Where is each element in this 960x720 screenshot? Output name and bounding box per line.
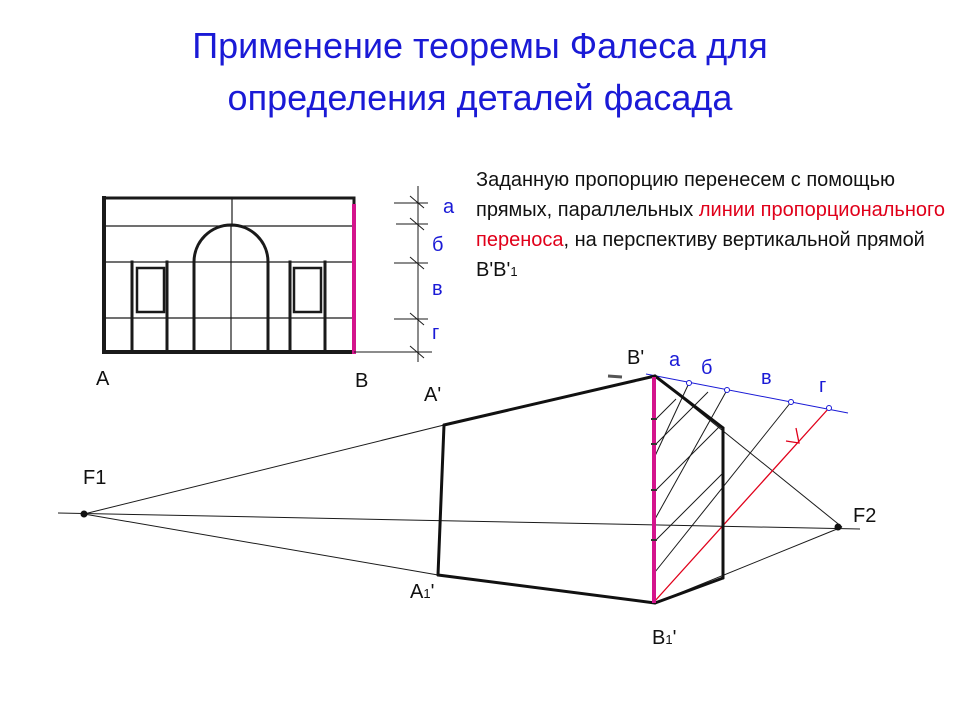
persp-top-right [653,374,725,430]
hatch-lines [655,391,723,541]
building-perspective [436,374,725,605]
vanishing-point-F2 [834,523,842,531]
label-A1-prime: А1' [410,581,434,605]
facade-outline [102,196,356,354]
small-artifact-mark [607,374,623,379]
label-A: А [96,368,110,390]
scale-slash-2 [409,217,425,231]
hatch-4 [655,473,723,541]
persp-label-g: г [819,375,827,397]
vanishing-point-F1 [80,510,88,518]
label-F2: F2 [853,505,877,527]
window-left [135,266,166,314]
point-g [826,405,832,411]
vl-f1-top [83,424,445,515]
scale-slash-5 [409,345,425,359]
transfer-points [686,380,832,411]
arch-window [192,223,270,354]
label-B1-sub: 1 [665,632,673,647]
persp-top-left [442,374,657,427]
horizon-line [57,512,861,530]
persp-bottom-right [653,576,725,605]
red-arrow-head [785,427,800,444]
title-line-1: Применение теоремы Фалеса для [192,25,768,66]
division-marks [651,418,657,541]
scale-label-v: в [432,278,443,300]
point-a [686,380,692,386]
persp-label-a: а [669,349,681,371]
label-B1-main: В [652,627,666,649]
hatch-1 [655,398,677,420]
label-B1-prime: В1' [652,627,676,651]
red-proportional-transfer-line [653,407,830,603]
scale-slash-4 [409,312,425,326]
label-A1-tail: ' [430,581,435,603]
persp-label-v: в [761,367,772,389]
point-b [724,387,730,393]
description-part-1: Заданную пропорцию перенесем с помощью п… [476,169,896,221]
label-B: В [355,370,369,392]
proportion-scale [394,186,428,362]
scale-label-a: а [443,196,455,218]
facade-elevation [102,196,356,354]
slide-title: Применение теоремы Фалеса для определени… [0,20,960,124]
label-B1-tail: ' [672,627,677,649]
persp-bottom-left [436,573,657,605]
point-v [788,399,794,405]
description-part-2: , на перспективу вертикальной прямой В'В… [476,229,925,281]
description-highlight: линии пропорционального переноса [476,199,945,251]
label-B-prime: В' [627,347,645,369]
label-A-prime: А' [424,384,442,406]
label-A1-sub: 1 [423,586,431,601]
parallel-line-a [654,382,690,457]
scale-slash-1 [409,195,425,209]
edge-A-prime [436,423,446,577]
title-line-2: определения деталей фасада [227,77,733,118]
label-A1-main: А [410,581,424,603]
window-right [292,266,323,314]
proportion-transfer-line [645,373,849,414]
vanishing-lines [57,373,861,604]
vl-f1-bottom [83,513,439,576]
scale-slash-3 [409,256,425,270]
scale-label-b: б [432,234,444,256]
description-text: Заданную пропорцию перенесем с помощью п… [476,165,946,287]
hatch-2 [655,391,709,445]
description-subscript: 1 [510,264,518,279]
hatch-3 [655,425,721,491]
scale-label-g: г [432,322,440,344]
persp-label-b: б [701,357,713,379]
label-F1: F1 [83,467,107,489]
